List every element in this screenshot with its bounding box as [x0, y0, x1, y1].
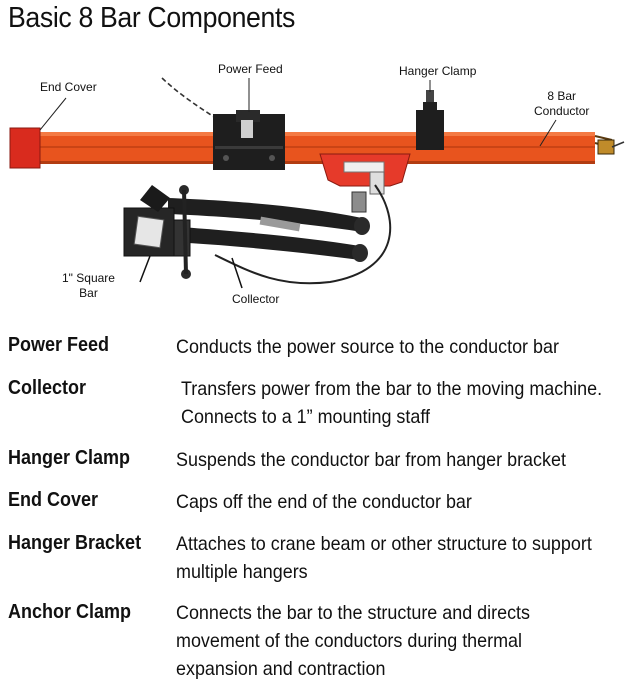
- power-feed-shape: [213, 110, 285, 170]
- hanger-clamp-shape: [416, 90, 444, 150]
- desc-line: Conducts the power source to the conduct…: [176, 336, 559, 358]
- label-collector: Collector: [232, 292, 280, 306]
- label-end-cover: End Cover: [40, 80, 97, 94]
- desc-line: multiple hangers: [176, 561, 308, 583]
- label-conductor-line-2: Conductor: [534, 104, 590, 118]
- label-conductor-line-1: 8 Bar: [547, 89, 577, 103]
- desc-hanger-bracket: Attaches to crane beam or other structur…: [176, 530, 592, 586]
- square-bar-clamp-shape: [123, 185, 191, 283]
- desc-line: movement of the conductors during therma…: [176, 630, 523, 652]
- desc-end-cover: Caps off the end of the conductor bar: [176, 488, 590, 516]
- desc-line: Connects the bar to the structure and di…: [176, 602, 531, 624]
- desc-line: Transfers power from the bar to the movi…: [181, 378, 603, 400]
- bar-end-contacts: [594, 135, 625, 155]
- collector-shoe-shape: [319, 153, 411, 213]
- collector-cable: [214, 184, 392, 285]
- term-end-cover: End Cover: [8, 489, 99, 511]
- term-anchor-clamp: Anchor Clamp: [8, 601, 132, 623]
- term-hanger-bracket: Hanger Bracket: [8, 532, 142, 554]
- label-square-bar-line-1: 1" Square: [62, 271, 115, 285]
- end-cover-shape: [9, 127, 41, 169]
- term-hanger-clamp: Hanger Clamp: [8, 447, 131, 469]
- component-diagram: [9, 77, 625, 289]
- desc-line: Suspends the conductor bar from hanger b…: [176, 449, 566, 471]
- term-power-feed: Power Feed: [8, 334, 110, 356]
- desc-hanger-clamp: Suspends the conductor bar from hanger b…: [176, 446, 590, 474]
- desc-power-feed: Conducts the power source to the conduct…: [176, 333, 590, 361]
- label-square-bar: 1" Square Bar: [62, 271, 115, 301]
- conductor-bar: [20, 132, 595, 164]
- label-power-feed: Power Feed: [218, 62, 283, 76]
- desc-line: Connects to a 1” mounting staff: [181, 406, 430, 428]
- label-conductor: 8 Bar Conductor: [534, 89, 589, 119]
- desc-line: Attaches to crane beam or other structur…: [176, 533, 592, 555]
- page-title: Basic 8 Bar Components: [8, 2, 296, 34]
- label-square-bar-line-2: Bar: [79, 286, 98, 300]
- desc-anchor-clamp: Connects the bar to the structure and di…: [176, 599, 590, 683]
- label-hanger-clamp: Hanger Clamp: [399, 64, 477, 78]
- term-collector: Collector: [8, 377, 87, 399]
- desc-line: expansion and contraction: [176, 658, 386, 680]
- desc-collector: Transfers power from the bar to the movi…: [181, 375, 603, 431]
- collector-arms-shape: [168, 198, 370, 262]
- desc-line: Caps off the end of the conductor bar: [176, 491, 472, 513]
